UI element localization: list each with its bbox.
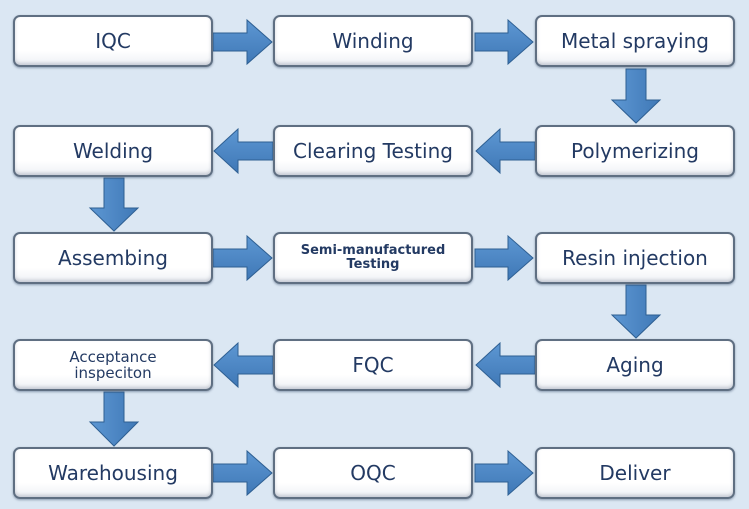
arrow-down-icon <box>610 68 662 124</box>
arrow-down-icon <box>88 177 140 232</box>
arrow-left-icon <box>213 341 274 389</box>
step-welding: Welding <box>13 125 213 177</box>
arrow-right-icon <box>474 18 534 66</box>
step-aging: Aging <box>535 339 735 391</box>
step-deliver: Deliver <box>535 447 735 499</box>
step-resin-injection: Resin injection <box>535 232 735 284</box>
step-iqc: IQC <box>13 15 213 67</box>
step-label: Semi-manufactured Testing <box>300 243 446 272</box>
step-metal-spraying: Metal spraying <box>535 15 735 67</box>
arrow-left-icon <box>213 127 274 175</box>
arrow-left-icon <box>475 341 536 389</box>
step-acceptance-inspection: Acceptance inspeciton <box>13 339 213 391</box>
step-winding: Winding <box>273 15 473 67</box>
step-oqc: OQC <box>273 447 473 499</box>
step-warehousing: Warehousing <box>13 447 213 499</box>
arrow-right-icon <box>212 234 273 282</box>
arrow-left-icon <box>475 127 536 175</box>
arrow-right-icon <box>474 234 534 282</box>
step-semi-manufactured-testing: Semi-manufactured Testing <box>273 232 473 284</box>
step-fqc: FQC <box>273 339 473 391</box>
arrow-right-icon <box>212 18 273 66</box>
arrow-right-icon <box>212 449 273 497</box>
step-clearing-testing: Clearing Testing <box>273 125 473 177</box>
step-label: Acceptance inspeciton <box>69 347 157 382</box>
arrow-down-icon <box>88 391 140 447</box>
step-polymerizing: Polymerizing <box>535 125 735 177</box>
step-assembing: Assembing <box>13 232 213 284</box>
arrow-down-icon <box>610 284 662 339</box>
arrow-right-icon <box>474 449 534 497</box>
